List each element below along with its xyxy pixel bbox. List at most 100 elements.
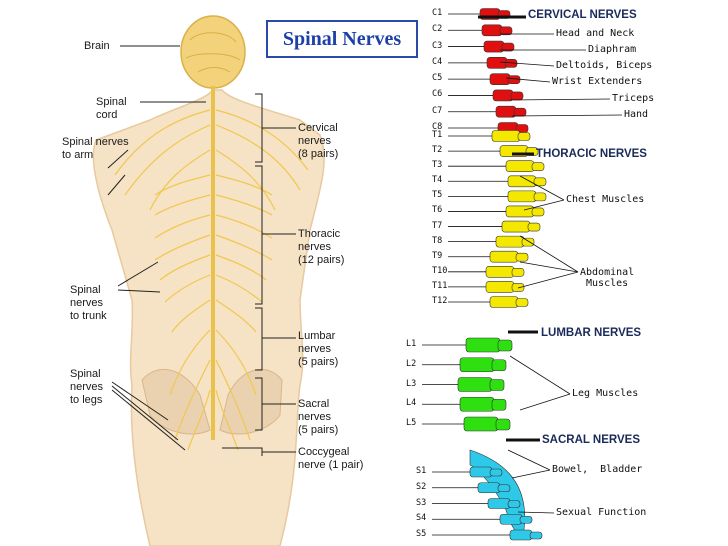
vertebra-label-t4: T4 bbox=[432, 175, 443, 186]
page-title: Spinal Nerves bbox=[282, 27, 402, 50]
vertebra-t12 bbox=[489, 296, 519, 308]
muscle-pointer-13 bbox=[507, 449, 551, 471]
vertebra-label-t8: T8 bbox=[432, 235, 443, 246]
vertebra-label-t9: T9 bbox=[432, 250, 443, 261]
vertebra-label-t2: T2 bbox=[432, 145, 443, 156]
process-t8 bbox=[521, 237, 535, 247]
vertebra-l4 bbox=[459, 396, 495, 412]
muscle-pointer-11 bbox=[509, 355, 571, 395]
process-l3 bbox=[489, 379, 505, 391]
muscle-diaphram: Diaphram bbox=[588, 44, 637, 55]
vertebra-label-c4: C4 bbox=[432, 56, 443, 67]
process-c6 bbox=[510, 91, 524, 101]
vertebra-label-c7: C7 bbox=[432, 105, 443, 116]
muscle-pointer-15 bbox=[517, 511, 555, 514]
muscle-leg: Leg Muscles bbox=[572, 388, 639, 399]
process-t9 bbox=[515, 252, 529, 262]
header-thoracic: THORACIC NERVES bbox=[536, 148, 647, 160]
vertebra-t1 bbox=[491, 130, 521, 142]
header-cervical: CERVICAL NERVES bbox=[528, 9, 637, 21]
process-c7 bbox=[513, 107, 527, 117]
vertebra-s5 bbox=[509, 529, 533, 541]
vertebra-t8 bbox=[495, 235, 525, 248]
label-nerves-to-arm: Spinal nerves to arm bbox=[62, 136, 129, 161]
vertebra-label-s1: S1 bbox=[416, 466, 427, 476]
vertebra-label-c2: C2 bbox=[432, 24, 443, 35]
vertebra-s4 bbox=[499, 513, 523, 525]
vertebra-c3 bbox=[483, 40, 505, 53]
muscle-pointer-3 bbox=[505, 77, 551, 83]
nerve-branches bbox=[114, 109, 309, 451]
muscle-pointer-8 bbox=[519, 235, 579, 273]
muscle-pointer-10 bbox=[517, 271, 579, 289]
vertebra-label-s2: S2 bbox=[416, 481, 427, 492]
vertebra-t9 bbox=[489, 250, 519, 263]
muscle-pointer-2 bbox=[499, 61, 555, 67]
muscle-pointer-9 bbox=[519, 261, 579, 273]
title-box: Spinal Nerves bbox=[266, 20, 418, 58]
process-t10 bbox=[511, 268, 525, 277]
label-nerves-to-trunk: Spinal nerves to trunk bbox=[70, 284, 107, 322]
vertebra-l2 bbox=[459, 357, 495, 373]
label-lumbar: Lumbar nerves (5 pairs) bbox=[298, 330, 339, 368]
process-t6 bbox=[531, 207, 545, 217]
vertebra-label-l4: L4 bbox=[406, 398, 417, 409]
vertebra-c4 bbox=[486, 57, 508, 69]
vertebra-t7 bbox=[501, 220, 531, 233]
vertebra-s1 bbox=[469, 466, 493, 478]
process-t7 bbox=[527, 222, 541, 232]
vertebra-label-s4: S4 bbox=[416, 513, 427, 524]
muscle-triceps: Triceps bbox=[612, 93, 655, 104]
process-t11 bbox=[511, 283, 525, 292]
vertebra-c2 bbox=[481, 24, 503, 37]
vertebra-t6 bbox=[505, 205, 535, 218]
vertebra-c5 bbox=[489, 73, 511, 85]
muscle-pointer-14 bbox=[511, 469, 551, 479]
process-l5 bbox=[495, 418, 511, 431]
process-s5 bbox=[529, 531, 543, 540]
label-cervical: Cervical nerves (8 pairs) bbox=[298, 122, 339, 160]
label-coccygeal: Coccygeal nerve (1 pair) bbox=[298, 446, 364, 471]
muscle-bowel: Bowel, Bladder bbox=[552, 464, 643, 475]
vertebra-label-l1: L1 bbox=[406, 339, 417, 349]
pelvis bbox=[141, 368, 211, 435]
process-c3 bbox=[501, 42, 515, 52]
vertebra-label-l3: L3 bbox=[406, 378, 417, 389]
process-l2 bbox=[491, 359, 507, 372]
vertebra-label-c1: C1 bbox=[432, 8, 443, 18]
vertebra-t11 bbox=[485, 281, 515, 293]
muscle-chest: Chest Muscles bbox=[566, 194, 645, 205]
muscle-wrist: Wrist Extenders bbox=[552, 76, 643, 87]
vertebra-label-t11: T11 bbox=[432, 280, 448, 291]
process-t1 bbox=[517, 132, 531, 141]
muscle-pointer-7 bbox=[523, 199, 565, 211]
process-t3 bbox=[531, 162, 545, 171]
vertebra-label-t12: T12 bbox=[432, 296, 448, 306]
vertebra-t3 bbox=[505, 160, 535, 172]
label-thoracic: Thoracic nerves (12 pairs) bbox=[298, 228, 345, 266]
process-s1 bbox=[489, 468, 503, 477]
vertebra-label-c3: C3 bbox=[432, 40, 443, 51]
process-l1 bbox=[497, 339, 513, 352]
vertebra-label-s5: S5 bbox=[416, 529, 427, 539]
vertebra-l5 bbox=[463, 416, 499, 432]
vertebra-t5 bbox=[507, 190, 537, 203]
vertebra-l1 bbox=[465, 337, 501, 353]
process-s4 bbox=[519, 515, 533, 524]
muscle-hand: Hand bbox=[624, 109, 649, 120]
muscle-pointer-12 bbox=[519, 393, 571, 411]
muscle-deltoids: Deltoids, Biceps bbox=[556, 60, 653, 71]
vertebra-s2 bbox=[477, 482, 501, 494]
muscle-pointer-5 bbox=[511, 114, 623, 117]
header-lumbar: LUMBAR NERVES bbox=[541, 327, 642, 339]
process-c5 bbox=[507, 75, 521, 84]
label-nerves-to-legs: Spinal nerves to legs bbox=[70, 368, 104, 406]
process-s2 bbox=[497, 484, 511, 493]
process-l4 bbox=[491, 398, 507, 411]
process-c2 bbox=[499, 26, 513, 36]
body-silhouette bbox=[92, 89, 325, 546]
vertebra-label-t10: T10 bbox=[432, 265, 448, 276]
process-t4 bbox=[533, 177, 547, 187]
